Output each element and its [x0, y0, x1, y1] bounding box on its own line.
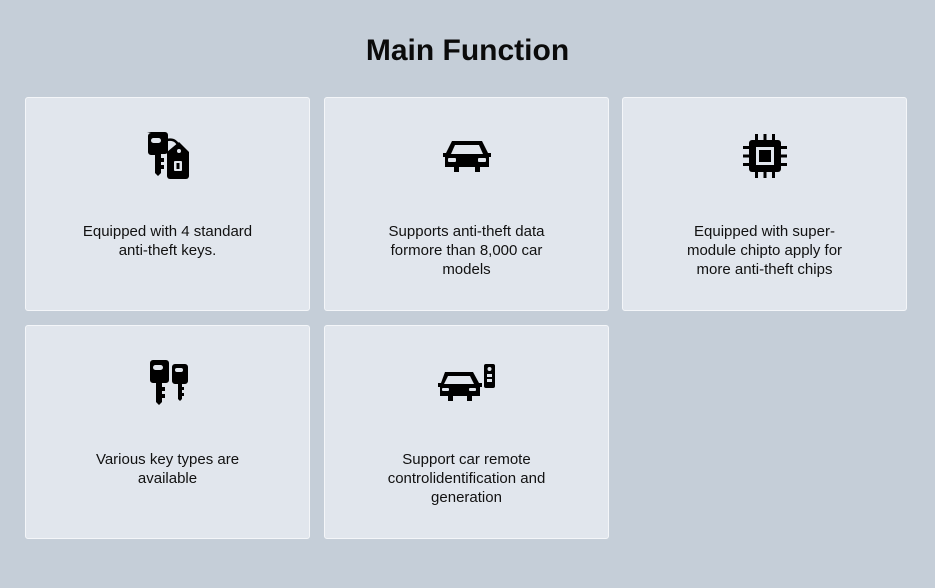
- car-keys-icon: [26, 358, 309, 410]
- car-icon: [325, 130, 608, 182]
- feature-card-super-module-chip: Equipped with super-module chipto apply …: [622, 97, 907, 311]
- keys-with-lock-icon: [26, 130, 309, 182]
- feature-text: Various key types are available: [95, 451, 240, 487]
- feature-text: Supports anti-theft data formore than 8,…: [388, 223, 545, 278]
- feature-card-car-remote: Support car remote controlidentification…: [324, 325, 609, 539]
- chip-icon: [623, 130, 906, 182]
- feature-card-car-models: Supports anti-theft data formore than 8,…: [324, 97, 609, 311]
- feature-text: Equipped with 4 standard anti-theft keys…: [82, 223, 253, 259]
- feature-text: Equipped with super-module chipto apply …: [686, 223, 843, 278]
- car-remote-icon: [325, 358, 608, 410]
- feature-card-standard-keys: Equipped with 4 standard anti-theft keys…: [25, 97, 310, 311]
- page-title: Main Function: [365, 34, 570, 67]
- feature-card-key-types: Various key types are available: [25, 325, 310, 539]
- feature-text: Support car remote controlidentification…: [387, 451, 546, 506]
